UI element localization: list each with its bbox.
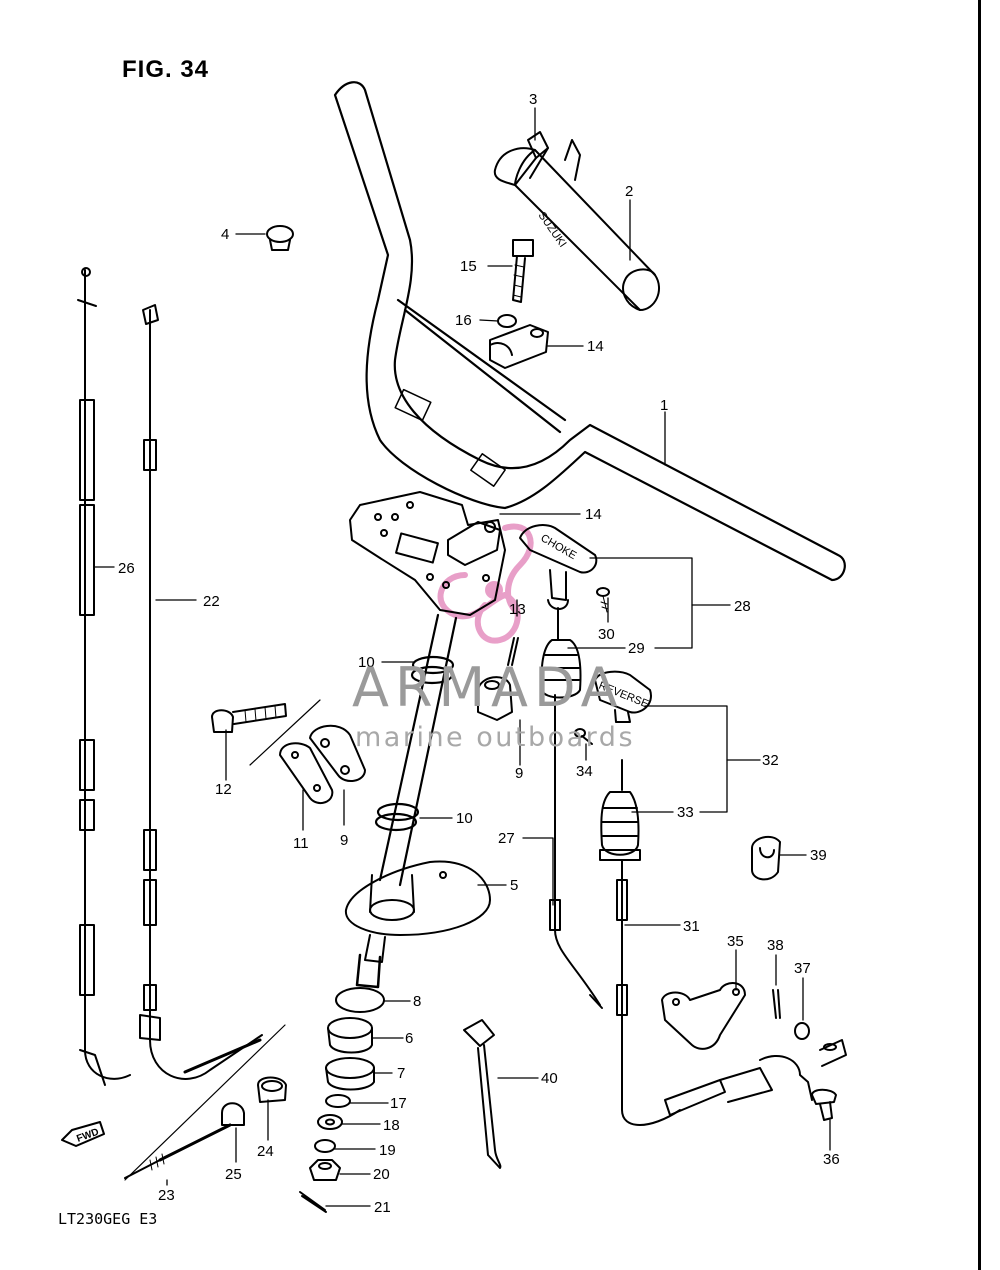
callout-40: 40 bbox=[541, 1070, 558, 1087]
callout-31: 31 bbox=[683, 918, 700, 935]
bracket-35 bbox=[661, 982, 746, 1050]
callout-32: 32 bbox=[762, 752, 779, 769]
fwd-arrow-text: FWD bbox=[75, 1127, 100, 1145]
screw-34 bbox=[574, 728, 593, 745]
watermark-brand: ARMADA bbox=[352, 656, 624, 719]
adjuster-nut-24 bbox=[257, 1076, 287, 1103]
callout-23: 23 bbox=[158, 1187, 175, 1204]
clamp-bolt bbox=[512, 239, 534, 303]
fwd-arrow-icon: FWD bbox=[61, 1121, 105, 1147]
reverse-cable-31 bbox=[616, 859, 847, 1126]
choke-knob-text: CHOKE bbox=[539, 532, 579, 562]
callout-14-upper: 14 bbox=[587, 338, 604, 355]
callout-6: 6 bbox=[405, 1030, 413, 1047]
bolt-12 bbox=[211, 703, 287, 733]
handlebar bbox=[333, 81, 846, 582]
callout-22: 22 bbox=[203, 593, 220, 610]
callout-26: 26 bbox=[118, 560, 135, 577]
steering-shaft bbox=[374, 613, 458, 887]
leader-guide-23 bbox=[124, 1024, 286, 1181]
upper-clamp-top bbox=[489, 324, 549, 369]
cable-tie-40 bbox=[463, 1019, 502, 1169]
screw-30 bbox=[596, 587, 610, 613]
reverse-lever-body bbox=[599, 759, 641, 861]
washer-16 bbox=[497, 314, 517, 328]
throttle-cable-26 bbox=[77, 267, 131, 1086]
callout-21: 21 bbox=[374, 1199, 391, 1216]
callout-34: 34 bbox=[576, 763, 593, 780]
cable-clamp-9 bbox=[477, 676, 513, 721]
callout-25: 25 bbox=[225, 1166, 242, 1183]
callout-12: 12 bbox=[215, 781, 232, 798]
page-edge-line bbox=[978, 0, 981, 1270]
cotter-pin-13 bbox=[507, 637, 519, 666]
pad-brand-text: SUZUKI bbox=[536, 210, 569, 250]
callout-24: 24 bbox=[257, 1143, 274, 1160]
leader-lines bbox=[93, 107, 831, 1207]
callout-8: 8 bbox=[413, 993, 421, 1010]
callout-10-upper: 10 bbox=[358, 654, 375, 671]
callout-labels: 1 2 3 4 5 6 7 8 9 9 10 10 11 12 13 14 14… bbox=[118, 91, 840, 1216]
callout-36: 36 bbox=[823, 1151, 840, 1168]
pin-36 bbox=[811, 1088, 837, 1121]
brake-cable-22 bbox=[139, 304, 263, 1080]
cotter-pin-38 bbox=[772, 989, 781, 1019]
callout-7: 7 bbox=[397, 1065, 405, 1082]
callout-15: 15 bbox=[460, 258, 477, 275]
bracket-11 bbox=[279, 742, 334, 805]
callout-3: 3 bbox=[529, 91, 537, 108]
choke-lever-body bbox=[540, 607, 582, 699]
callout-30: 30 bbox=[598, 626, 615, 643]
callout-17: 17 bbox=[390, 1095, 407, 1112]
callout-28: 28 bbox=[734, 598, 751, 615]
callout-18: 18 bbox=[383, 1117, 400, 1134]
callout-9-lower: 9 bbox=[340, 832, 348, 849]
clamp-9-lower bbox=[309, 724, 366, 782]
callout-14-lower: 14 bbox=[585, 506, 602, 523]
callout-4: 4 bbox=[221, 226, 229, 243]
callout-27: 27 bbox=[498, 830, 515, 847]
callout-20: 20 bbox=[373, 1166, 390, 1183]
adjuster-nut-25 bbox=[221, 1102, 245, 1126]
callout-13: 13 bbox=[509, 601, 526, 618]
callout-2: 2 bbox=[625, 183, 633, 200]
washer-37 bbox=[794, 1022, 810, 1040]
watermark-tagline: marine outboards bbox=[355, 722, 636, 753]
handlebar-pad: SUZUKI bbox=[493, 139, 660, 311]
cap-plug bbox=[266, 225, 294, 251]
callout-29: 29 bbox=[628, 640, 645, 657]
leader-guide-12 bbox=[249, 699, 321, 766]
callout-16: 16 bbox=[455, 312, 472, 329]
choke-cable-27 bbox=[549, 694, 603, 1009]
bearing-stack bbox=[299, 987, 385, 1213]
steering-shaft-plate bbox=[344, 860, 491, 989]
callout-38: 38 bbox=[767, 937, 784, 954]
callout-35: 35 bbox=[727, 933, 744, 950]
model-code: LT230GEG E3 bbox=[58, 1210, 158, 1228]
callout-9-upper: 9 bbox=[515, 765, 523, 782]
callout-33: 33 bbox=[677, 804, 694, 821]
callout-37: 37 bbox=[794, 960, 811, 977]
figure-title: FIG. 34 bbox=[122, 56, 210, 83]
callout-5: 5 bbox=[510, 877, 518, 894]
callout-19: 19 bbox=[379, 1142, 396, 1159]
clip-39 bbox=[751, 835, 781, 881]
callout-11: 11 bbox=[293, 835, 309, 852]
callout-1: 1 bbox=[660, 397, 668, 414]
callout-39: 39 bbox=[810, 847, 827, 864]
handlebar-holder-plate bbox=[349, 491, 506, 616]
callout-10-lower: 10 bbox=[456, 810, 473, 827]
pad-band bbox=[514, 131, 549, 186]
cable-adjuster-23 bbox=[124, 1123, 232, 1179]
